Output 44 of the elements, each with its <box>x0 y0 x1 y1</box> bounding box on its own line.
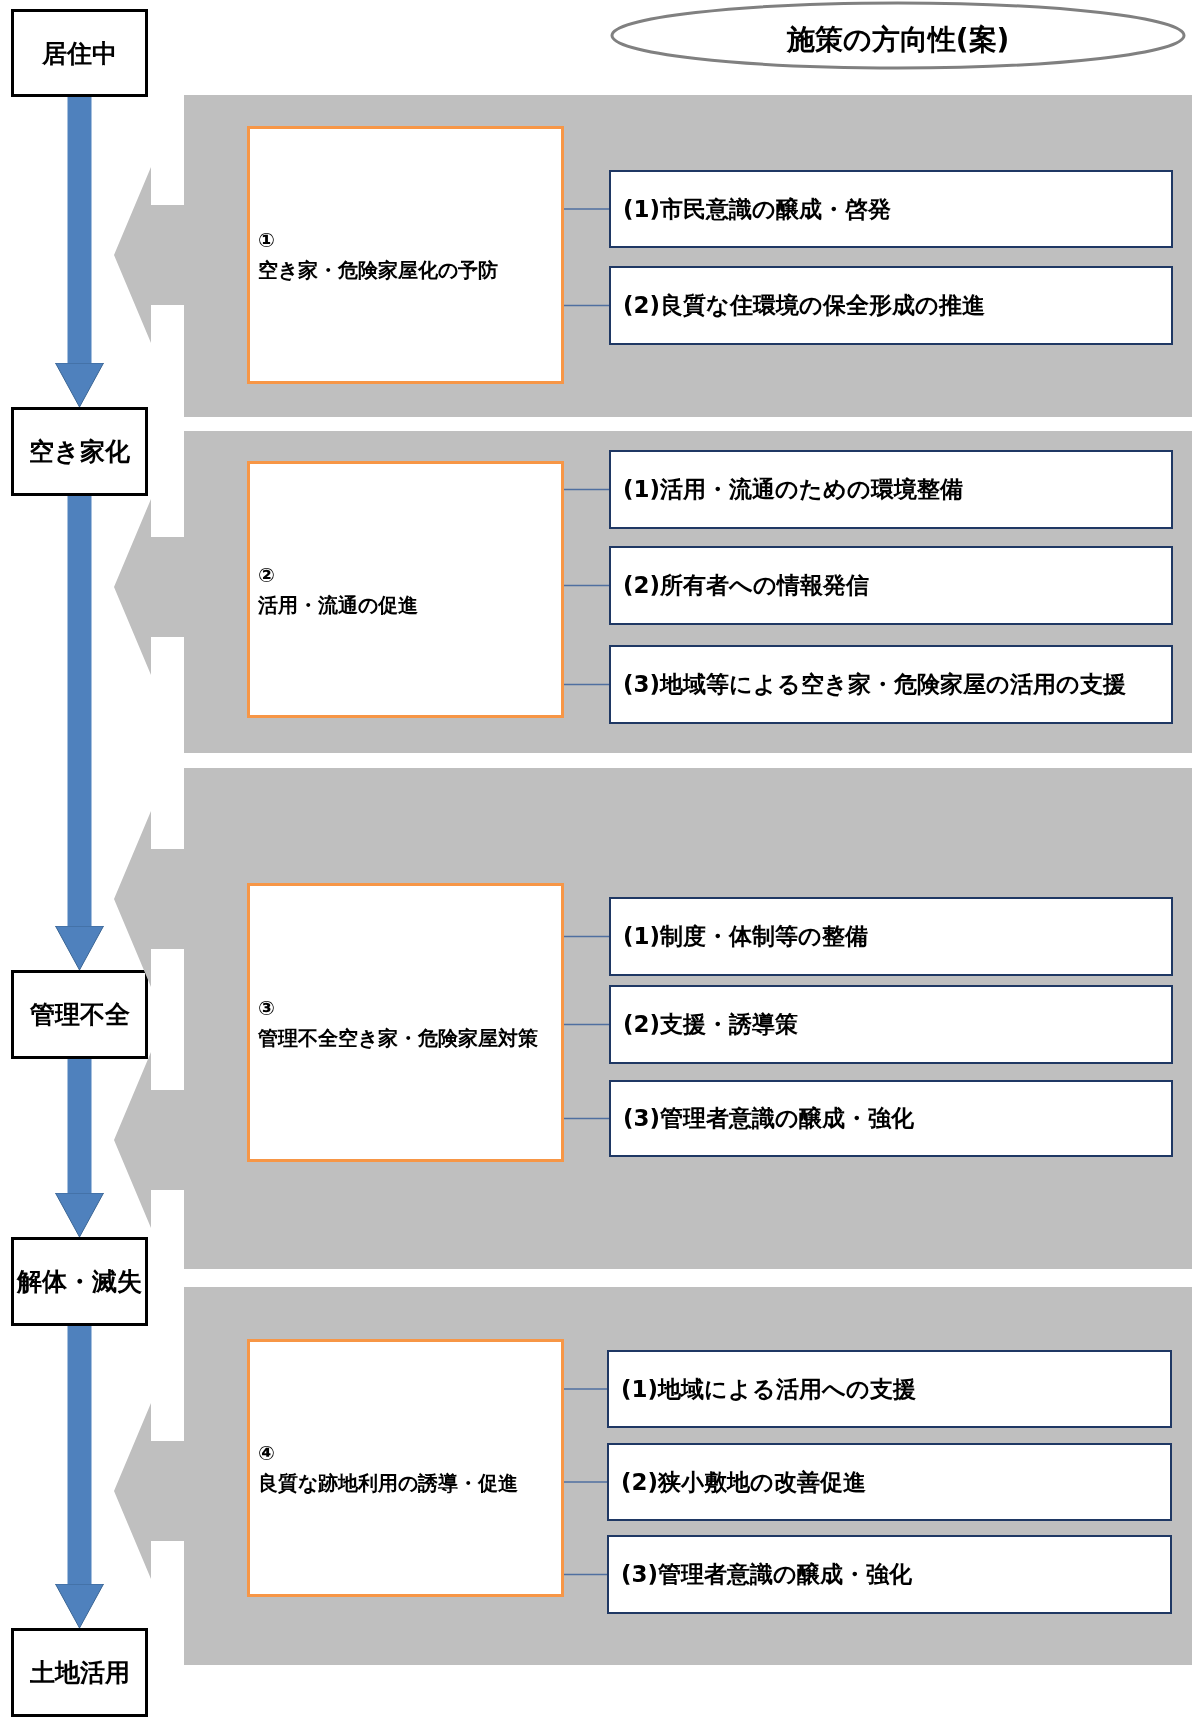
connector-line <box>563 1573 608 1576</box>
measure-box: (3)地域等による空き家・危険家屋の活用の支援 <box>609 645 1173 724</box>
stage-box: 解体・滅失 <box>11 1237 148 1326</box>
connector-line <box>563 488 610 491</box>
box-text: 良質な跡地利用の誘導・促進 <box>258 1470 519 1497</box>
measure-box: (1)制度・体制等の整備 <box>609 897 1173 976</box>
block-arrow <box>55 1326 104 1629</box>
box-text: ② <box>258 561 276 589</box>
measure-box: (2)所有者への情報発信 <box>609 546 1173 625</box>
connector-line <box>563 935 610 938</box>
connector-line <box>563 1481 608 1483</box>
measure-box: (1)地域による活用への支援 <box>607 1350 1172 1428</box>
measure-box: (2)良質な住環境の保全形成の推進 <box>609 266 1173 345</box>
box-text: ① <box>258 227 276 254</box>
band-background <box>114 95 1192 417</box>
block-arrow <box>55 496 104 971</box>
measure-box: (1)市民意識の醸成・啓発 <box>609 170 1173 248</box>
box-text: 空き家・危険家屋化の予防 <box>258 257 499 284</box>
stage-box: 管理不全 <box>11 970 148 1059</box>
block-arrow <box>55 1059 104 1238</box>
stage-box: 空き家化 <box>11 407 148 496</box>
connector-line <box>563 1388 608 1390</box>
policy-box <box>247 126 564 384</box>
measure-box: (2)狭小敷地の改善促進 <box>607 1443 1172 1521</box>
connector-line <box>563 584 610 587</box>
connector-line <box>563 208 610 210</box>
box-text: 活用・流通の促進 <box>258 591 419 619</box>
connector-line <box>563 304 610 307</box>
measure-box: (1)活用・流通のための環境整備 <box>609 450 1173 529</box>
box-text: 管理不全空き家・危険家屋対策 <box>258 1024 539 1052</box>
measure-box: (2)支援・誘導策 <box>609 985 1173 1064</box>
policy-box <box>247 883 564 1162</box>
box-text: ④ <box>258 1440 276 1467</box>
block-arrow <box>55 97 104 408</box>
connector-line <box>563 1023 610 1026</box>
measure-box: (3)管理者意識の醸成・強化 <box>609 1080 1173 1157</box>
stage-box: 土地活用 <box>11 1628 148 1717</box>
connector-line <box>563 683 610 686</box>
policy-box <box>247 461 564 718</box>
connector-line <box>563 1117 610 1120</box>
stage-box: 居住中 <box>11 9 148 97</box>
policy-box <box>247 1339 564 1597</box>
box-text: ③ <box>258 994 276 1022</box>
measure-box: (3)管理者意識の醸成・強化 <box>607 1535 1172 1614</box>
